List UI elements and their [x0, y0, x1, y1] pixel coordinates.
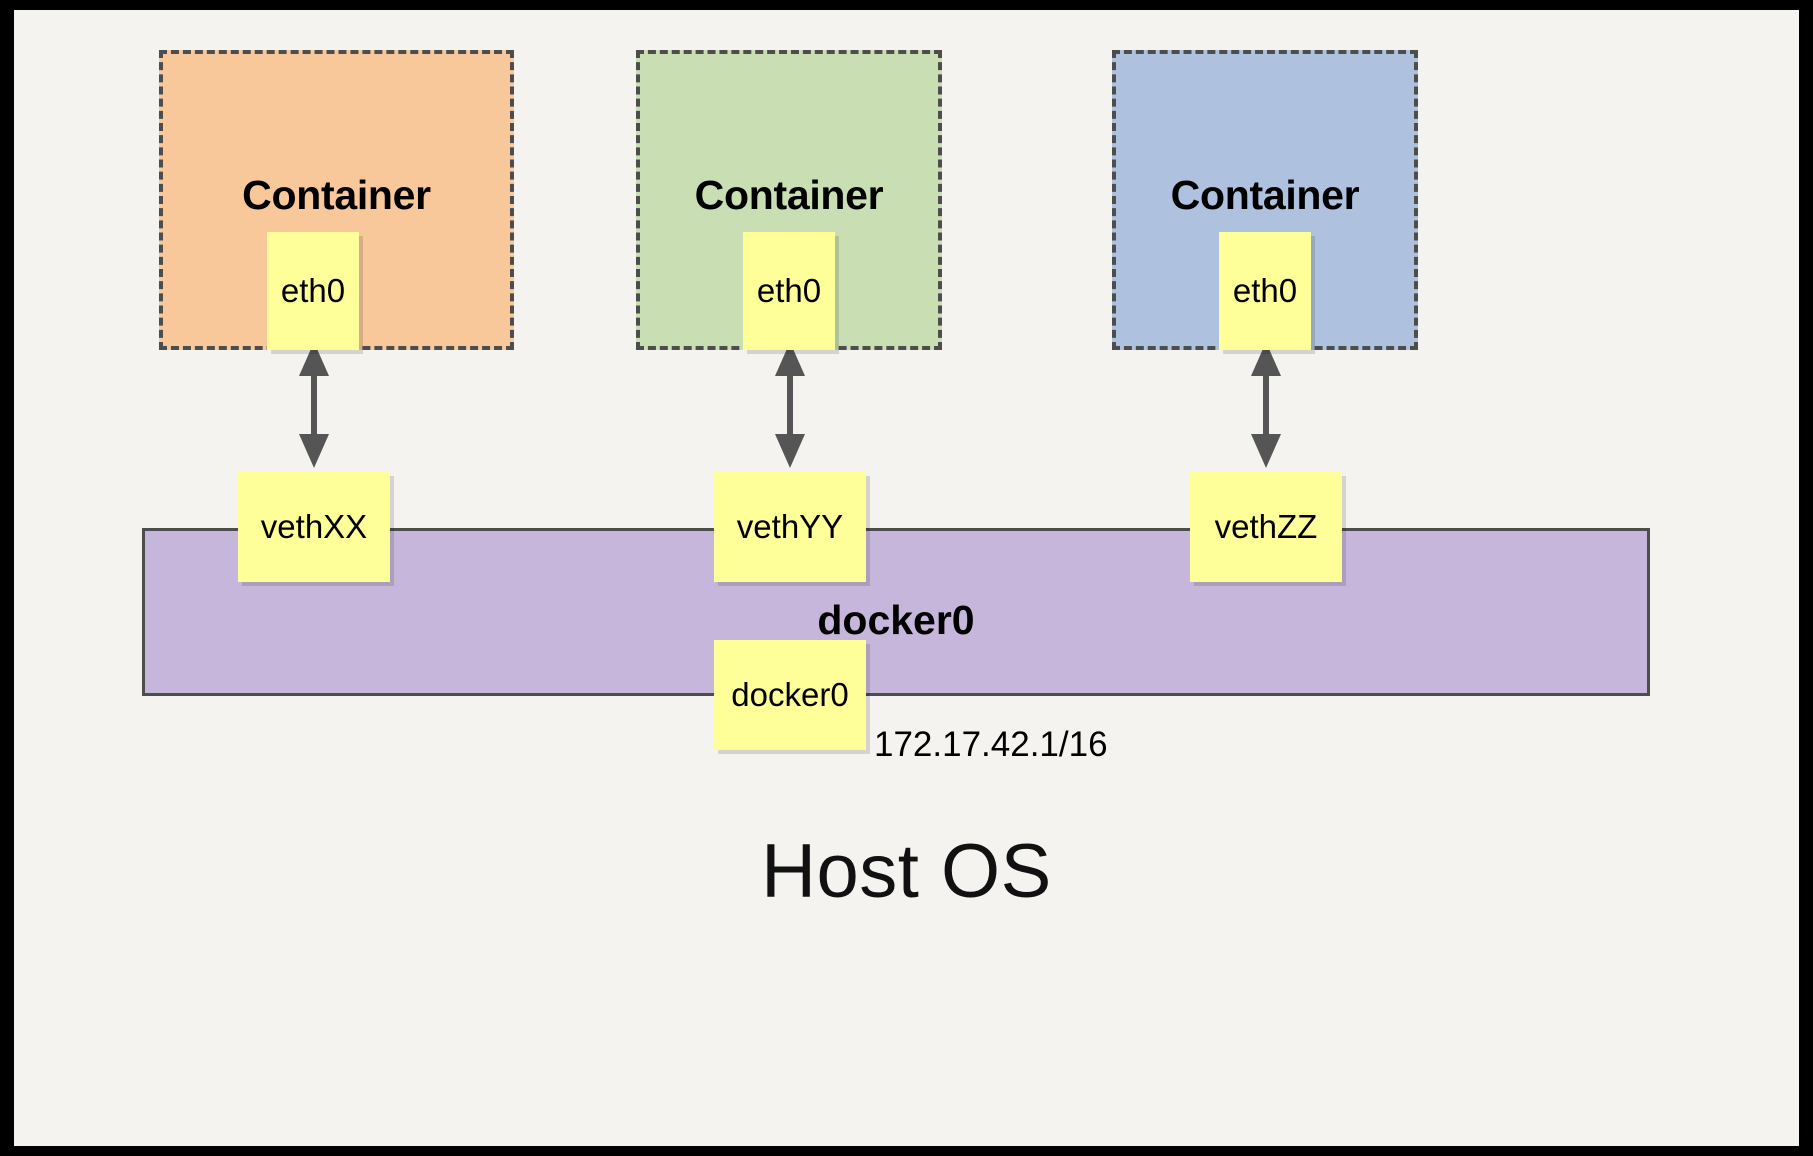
docker0-interface-note: docker0 — [714, 640, 866, 750]
container-eth0-note-2: eth0 — [743, 232, 835, 350]
host-os-surface: Container eth0 vethXX Container eth0 vet… — [14, 10, 1799, 1146]
docker0-bridge-bar: docker0 — [142, 528, 1650, 696]
link-arrow-3 — [1251, 342, 1281, 468]
container-eth0-note-3: eth0 — [1219, 232, 1311, 350]
link-arrow-1 — [299, 342, 329, 468]
container-title-2: Container — [694, 172, 884, 218]
container-title-1: Container — [242, 172, 431, 218]
container-title-3: Container — [1170, 172, 1360, 218]
veth-note-2: vethYY — [714, 472, 866, 582]
veth-note-3: vethZZ — [1190, 472, 1342, 582]
host-os-label: Host OS — [761, 829, 1052, 914]
docker0-ip-label: 172.17.42.1/16 — [874, 725, 1108, 764]
container-eth0-note-1: eth0 — [267, 232, 359, 350]
veth-note-1: vethXX — [238, 472, 390, 582]
link-arrow-2 — [775, 342, 805, 468]
docker0-bridge-label: docker0 — [817, 597, 975, 643]
